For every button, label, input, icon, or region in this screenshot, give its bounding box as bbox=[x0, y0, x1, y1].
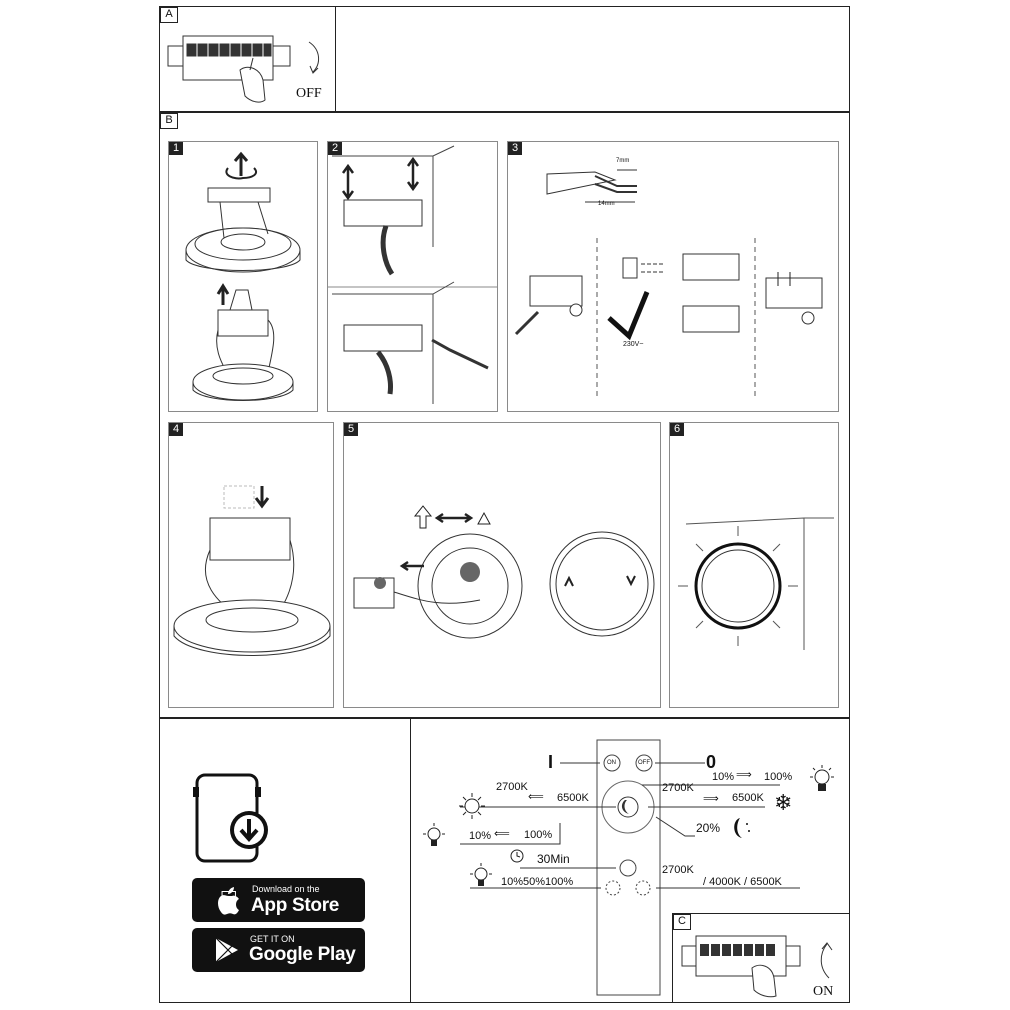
section-a-divider bbox=[335, 6, 336, 112]
cct-cycle-values: / 4000K / 6500K bbox=[703, 876, 782, 888]
section-b-label: B bbox=[160, 113, 178, 129]
on-label: ON bbox=[813, 984, 834, 999]
rotate-down-arrow-icon bbox=[308, 41, 319, 74]
strip-length-top: 7mm bbox=[616, 158, 630, 164]
timer-icon bbox=[510, 849, 524, 863]
step-1-illustration bbox=[185, 151, 301, 401]
dim-bulb-icon bbox=[423, 823, 445, 846]
breaker-on-illustration bbox=[681, 935, 801, 998]
step-6-number: 6 bbox=[670, 423, 684, 436]
phone-download-icon bbox=[193, 773, 268, 863]
step-3-wire-strip-illustration bbox=[546, 169, 637, 203]
app-store-name: App Store bbox=[251, 895, 340, 916]
breaker-off-illustration bbox=[167, 35, 291, 103]
sun-icon bbox=[459, 793, 485, 819]
junction-box-left bbox=[514, 275, 583, 336]
strip-length-bottom: 14mm bbox=[598, 201, 615, 207]
off-label: OFF bbox=[296, 86, 322, 101]
cct-right-to: 6500K bbox=[732, 792, 764, 804]
brightness-levels: 10%50%100% bbox=[501, 876, 574, 888]
cct-right-from: 2700K bbox=[662, 782, 694, 794]
play-icon bbox=[215, 937, 238, 963]
remote-on-button[interactable]: ON bbox=[607, 760, 616, 766]
bright-bulb-icon bbox=[810, 765, 834, 791]
section-b bbox=[159, 112, 850, 718]
app-store-top: Download on the bbox=[252, 884, 320, 894]
twist-lock-instruction bbox=[413, 505, 491, 529]
timer-duration: 30Min bbox=[537, 852, 570, 866]
step-6-illustration bbox=[678, 517, 834, 650]
step-3-number: 3 bbox=[508, 142, 522, 155]
google-play-top: GET IT ON bbox=[250, 934, 295, 944]
brightness-up-arrow: ⟹ bbox=[736, 769, 752, 781]
on-symbol: I bbox=[548, 752, 554, 772]
junction-box-right bbox=[765, 272, 823, 325]
google-play-badge[interactable]: GET IT ON Google Play bbox=[192, 928, 365, 972]
step-5-illustration bbox=[353, 531, 655, 639]
brightness-up-to: 100% bbox=[764, 771, 793, 783]
step-4-illustration bbox=[173, 485, 331, 656]
section-c bbox=[672, 913, 850, 1003]
app-store-badge[interactable]:  Download on the App Store bbox=[192, 878, 365, 922]
off-symbol: 0 bbox=[706, 752, 717, 772]
step-2-number: 2 bbox=[328, 142, 342, 155]
apple-logo-shape bbox=[218, 887, 239, 915]
remote-off-button[interactable]: OFF bbox=[638, 760, 650, 766]
brightness-up-from: 10% bbox=[712, 771, 735, 783]
step-1-number: 1 bbox=[169, 142, 183, 155]
section-a-label: A bbox=[160, 7, 178, 23]
remote-leader-lines bbox=[460, 762, 800, 889]
remote-section bbox=[410, 718, 850, 1003]
cct-left-to: 6500K bbox=[557, 792, 589, 804]
cct-left-arrow: ⟸ bbox=[528, 791, 544, 803]
connector-diagram bbox=[607, 253, 740, 341]
moon-icon bbox=[734, 818, 750, 838]
cct-right-arrow: ⟹ bbox=[703, 793, 719, 805]
step-2-illustration bbox=[328, 145, 498, 404]
night-level: 20% bbox=[696, 821, 721, 835]
voltage-label: 230V~ bbox=[623, 341, 644, 348]
brightness-down-arrow: ⟸ bbox=[494, 828, 510, 840]
brightness-down-to: 100% bbox=[524, 829, 553, 841]
rotate-up-arrow-icon bbox=[820, 942, 833, 979]
google-play-name: Google Play bbox=[249, 944, 356, 965]
step-4-number: 4 bbox=[169, 423, 183, 436]
step-4-panel bbox=[168, 422, 334, 708]
snowflake-icon: ❄ bbox=[774, 790, 793, 815]
section-a bbox=[159, 6, 850, 112]
cct-left-from: 2700K bbox=[496, 781, 528, 793]
cct-cycle-start: 2700K bbox=[662, 864, 694, 876]
section-c-label: C bbox=[673, 914, 691, 930]
brightness-down-from: 10% bbox=[469, 830, 492, 842]
level-bulb-icon bbox=[470, 863, 492, 886]
step-5-number: 5 bbox=[344, 423, 358, 436]
